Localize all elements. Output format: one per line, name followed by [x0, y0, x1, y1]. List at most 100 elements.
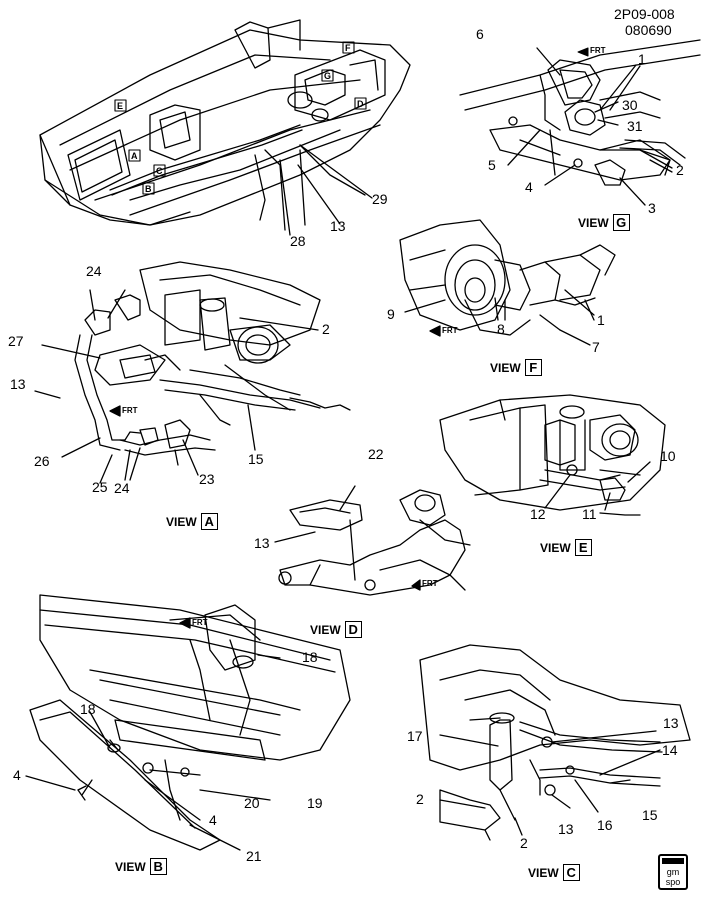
view-c-label: VIEW C	[528, 864, 580, 881]
view-b-prefix: VIEW	[115, 859, 146, 874]
callout-f-8: 8	[497, 321, 505, 337]
callout-b-4-right: 4	[209, 812, 217, 828]
overview-tag-g	[321, 69, 334, 82]
gm-spo-logo: gm spo	[658, 854, 688, 890]
callout-g-2: 2	[676, 162, 684, 178]
view-e-letter: E	[574, 539, 592, 556]
vehicle-overview-drawing	[39, 19, 411, 231]
overview-tag-c	[153, 164, 166, 177]
callout-g-30: 30	[622, 97, 638, 113]
callout-c-2-left: 2	[416, 791, 424, 807]
view-a-letter: A	[200, 513, 218, 530]
callout-b-18-right: 18	[302, 649, 318, 665]
callout-g-31: 31	[627, 118, 643, 134]
frt-label-b: FRT	[192, 618, 208, 627]
callout-e-11: 11	[582, 506, 597, 522]
overview-tag-g-label: G	[324, 71, 332, 81]
callout-g-3: 3	[648, 200, 656, 216]
view-c-drawing	[419, 644, 691, 841]
view-d-letter: D	[344, 621, 362, 638]
overview-tag-a-label: A	[131, 151, 138, 161]
callout-e-10: 10	[660, 448, 676, 464]
view-f-letter: F	[524, 359, 542, 376]
callout-d-22: 22	[368, 446, 384, 462]
overview-tag-d-label: D	[357, 99, 364, 109]
callout-f-9: 9	[387, 306, 395, 322]
view-g-letter: G	[612, 214, 630, 231]
frt-arrow-f	[429, 325, 441, 337]
callout-b-20: 20	[244, 795, 260, 811]
callout-b-19: 19	[307, 795, 323, 811]
callout-c-17: 17	[407, 728, 423, 744]
callout-g-5: 5	[488, 157, 496, 173]
view-d-label: VIEW D	[310, 621, 362, 638]
overview-tag-b	[142, 182, 155, 195]
view-c-letter: C	[562, 864, 580, 881]
overview-tag-a	[128, 149, 141, 162]
view-e-prefix: VIEW	[540, 540, 571, 555]
view-a-label: VIEW A	[166, 513, 218, 530]
callout-a-27: 27	[8, 333, 24, 349]
frt-label-a: FRT	[122, 406, 138, 415]
overview-view-tags	[114, 41, 367, 195]
callout-a-23: 23	[199, 471, 215, 487]
frt-arrow-b	[179, 617, 191, 629]
callout-c-16: 16	[597, 817, 613, 833]
callout-b-4-left: 4	[13, 767, 21, 783]
view-b-letter: B	[149, 858, 167, 875]
callout-e-12: 12	[530, 506, 546, 522]
callout-g-4: 4	[525, 179, 533, 195]
callout-a-26: 26	[34, 453, 50, 469]
view-g-label: VIEW G	[578, 214, 630, 231]
overview-tag-f-label: F	[345, 43, 351, 53]
callout-a-24-top: 24	[86, 263, 102, 279]
callout-main-13: 13	[330, 218, 346, 234]
view-a-prefix: VIEW	[166, 514, 197, 529]
callout-c-2-bottom: 2	[520, 835, 528, 851]
logo-bar	[662, 858, 684, 864]
callout-a-15: 15	[248, 451, 264, 467]
callout-a-2: 2	[322, 321, 330, 337]
diagram-date: 080690	[625, 22, 672, 38]
view-b-drawing	[25, 594, 351, 851]
logo-bottom-text: spo	[665, 877, 681, 887]
callout-f-1: 1	[597, 312, 605, 328]
logo-top-text: gm	[666, 867, 680, 877]
frt-label-g: FRT	[590, 46, 606, 55]
callout-g-6: 6	[476, 26, 484, 42]
overview-tag-d	[354, 97, 367, 110]
callout-f-7: 7	[592, 339, 600, 355]
overview-tag-f	[342, 41, 355, 54]
view-a-drawing	[34, 261, 351, 484]
view-c-prefix: VIEW	[528, 865, 559, 880]
overview-tag-e	[114, 99, 127, 112]
callout-c-13-top: 13	[663, 715, 679, 731]
view-f-label: VIEW F	[490, 359, 542, 376]
overview-tag-b-label: B	[145, 184, 152, 194]
callout-c-14: 14	[662, 742, 678, 758]
callout-c-15: 15	[642, 807, 658, 823]
view-g-prefix: VIEW	[578, 215, 609, 230]
overview-tag-e-label: E	[117, 101, 124, 111]
frt-label-f: FRT	[442, 326, 458, 335]
callout-main-29: 29	[372, 191, 388, 207]
callout-main-28: 28	[290, 233, 306, 249]
view-b-label: VIEW B	[115, 858, 167, 875]
view-d-prefix: VIEW	[310, 622, 341, 637]
callout-c-13-bottom: 13	[558, 821, 574, 837]
callout-b-21: 21	[246, 848, 262, 864]
view-g-drawing	[459, 39, 701, 206]
callout-g-1: 1	[638, 51, 646, 67]
callout-a-24-bottom: 24	[114, 480, 130, 496]
main-leader-lines	[279, 144, 373, 236]
frt-label-d: FRT	[422, 579, 438, 588]
diagram-code: 2P09-008	[614, 6, 675, 22]
callout-d-13: 13	[254, 535, 270, 551]
callout-a-25: 25	[92, 479, 108, 495]
view-e-label: VIEW E	[540, 539, 592, 556]
callout-a-13: 13	[10, 376, 26, 392]
view-d-drawing	[274, 485, 471, 596]
overview-tag-c-label: C	[156, 166, 163, 176]
frt-arrow-d	[411, 579, 421, 591]
